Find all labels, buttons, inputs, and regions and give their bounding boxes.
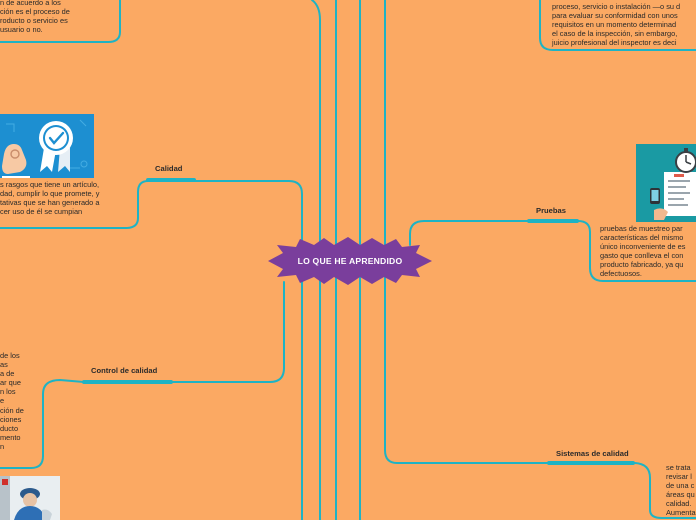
- connector-calidad: [192, 181, 302, 520]
- worker-photo: [0, 476, 60, 520]
- connector-pruebas: [410, 221, 578, 245]
- central-topic-title[interactable]: LO QUE HE APRENDIDO: [268, 243, 432, 279]
- topic-sistemas-calidad-bar: [547, 461, 635, 465]
- topic-pruebas-label[interactable]: Pruebas: [536, 206, 566, 215]
- note-top-left: n de acuerdo a los ción es el proceso de…: [0, 0, 118, 34]
- topic-control-calidad-label[interactable]: Control de calidad: [91, 366, 157, 375]
- topic-sistemas-calidad-label[interactable]: Sistemas de calidad: [556, 449, 629, 458]
- topic-pruebas-bar: [527, 219, 579, 223]
- topic-calidad-label[interactable]: Calidad: [155, 164, 182, 173]
- note-calidad: s rasgos que tiene un artículo, dad, cum…: [0, 180, 122, 216]
- topic-calidad-bar: [146, 178, 196, 182]
- connector-control: [172, 282, 284, 382]
- quality-badge-hand-icon: [0, 114, 94, 178]
- note-pruebas: pruebas de muestreo par características …: [600, 224, 696, 279]
- testing-clipboard-stopwatch-icon: [636, 144, 696, 222]
- note-sistemas-calidad: se trata revisar l de una c áreas qu cal…: [666, 463, 696, 518]
- topic-control-calidad-bar: [82, 380, 173, 384]
- note-top-right: proceso, servicio o instalación —o su d …: [552, 2, 696, 47]
- note-control-calidad: de los as a de ar que n los e ción de ci…: [0, 351, 40, 451]
